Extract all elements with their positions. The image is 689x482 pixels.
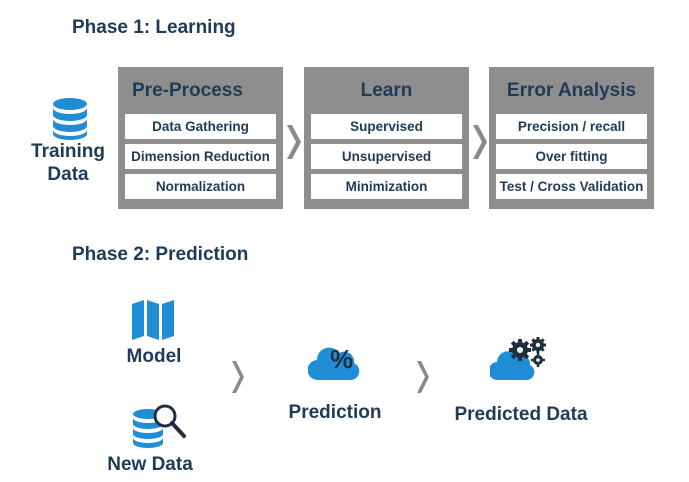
pre-process-panel: Pre-Process Data Gathering Dimension Red… [118, 67, 283, 209]
chevron-right-icon [287, 125, 301, 159]
cloud-percent-icon [308, 347, 360, 381]
predicted-data-label: Predicted Data [454, 404, 588, 425]
pre-process-item-normalization: Normalization [125, 174, 276, 199]
new-data-label: New Data [107, 454, 193, 475]
map-icon [132, 300, 174, 340]
error-analysis-panel: Error Analysis Precision / recall Over f… [489, 67, 654, 209]
training-data-label-line2: Data [47, 164, 89, 185]
chevron-right-icon [232, 361, 244, 393]
learn-item-minimization: Minimization [311, 174, 462, 199]
error-analysis-item-test-cross-validation: Test / Cross Validation [496, 174, 647, 199]
learn-item-supervised: Supervised [311, 114, 462, 139]
pre-process-item-data-gathering: Data Gathering [125, 114, 276, 139]
pre-process-item-dimension-reduction: Dimension Reduction [125, 144, 276, 169]
prediction-label: Prediction [288, 402, 382, 423]
model-label: Model [126, 346, 182, 367]
training-data-label-line1: Training [31, 141, 105, 162]
phase-2-title: Phase 2: Prediction [72, 244, 249, 265]
learn-title: Learn [360, 80, 413, 101]
database-icon [53, 98, 87, 140]
database-search-icon [133, 404, 186, 448]
phase-1-title: Phase 1: Learning [72, 17, 236, 38]
error-analysis-item-over-fitting: Over fitting [496, 144, 647, 169]
error-analysis-item-precision-recall: Precision / recall [496, 114, 647, 139]
pre-process-title: Pre-Process [132, 80, 243, 101]
learn-panel: Learn Supervised Unsupervised Minimizati… [304, 67, 469, 209]
chevron-right-icon [473, 125, 487, 159]
training-data-label: Training Data [26, 140, 110, 186]
error-analysis-title: Error Analysis [506, 80, 637, 101]
learn-item-unsupervised: Unsupervised [311, 144, 462, 169]
cloud-gears-icon [490, 337, 546, 381]
percent-symbol: % [330, 344, 354, 374]
chevron-right-icon [417, 361, 429, 393]
